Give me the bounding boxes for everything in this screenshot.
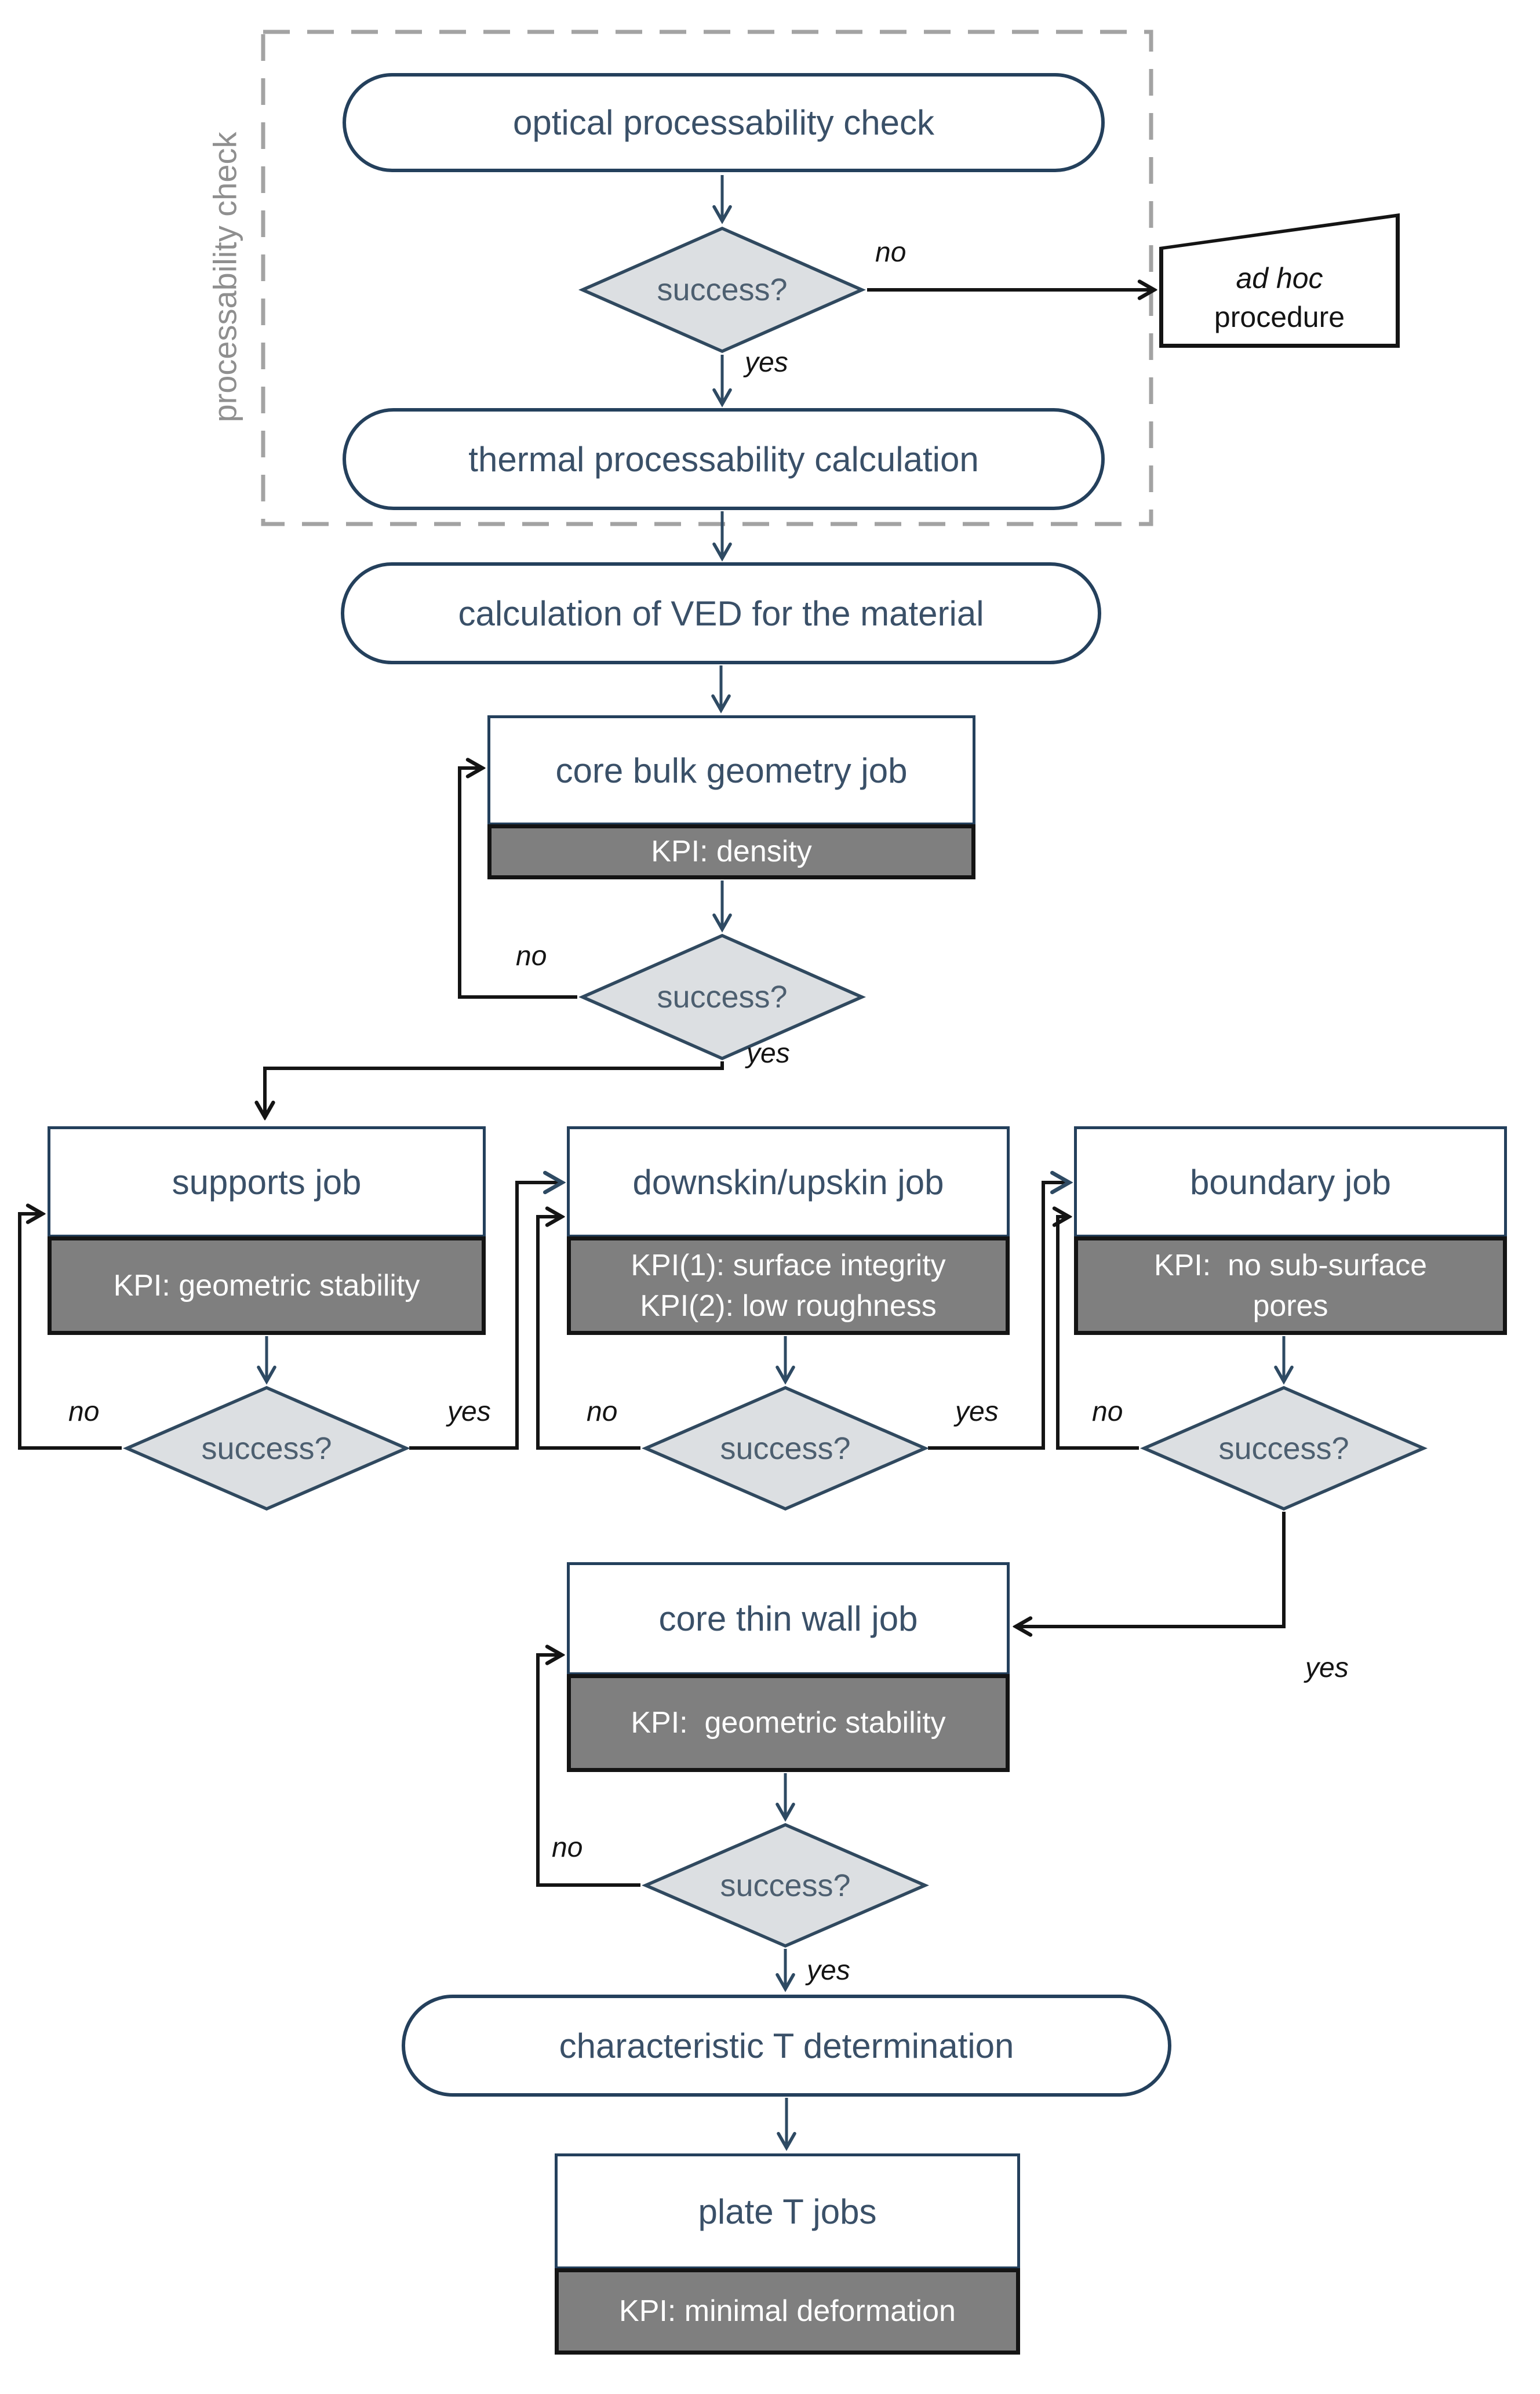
node-boundary-job: boundary job KPI: no sub-surface pores bbox=[1074, 1126, 1507, 1335]
node-thermal-label: thermal processability calculation bbox=[468, 439, 979, 479]
plate-kpi: KPI: minimal deformation bbox=[619, 2294, 956, 2328]
plate-title-box: plate T jobs bbox=[555, 2153, 1020, 2269]
decision-label: success? bbox=[1218, 1431, 1349, 1466]
downskin-title-box: downskin/upskin job bbox=[567, 1126, 1010, 1238]
supports-kpi: KPI: geometric stability bbox=[113, 1268, 420, 1302]
boundary-title: boundary job bbox=[1190, 1162, 1391, 1202]
edge-label-yes-1: yes bbox=[745, 347, 788, 378]
downskin-kpi-bar: KPI(1): surface integrity KPI(2): low ro… bbox=[567, 1236, 1010, 1335]
boundary-kpi: KPI: no sub-surface pores bbox=[1153, 1248, 1436, 1323]
node-supports-job: supports job KPI: geometric stability bbox=[48, 1126, 486, 1335]
supports-title: supports job bbox=[172, 1162, 362, 1202]
decision-label: success? bbox=[720, 1431, 851, 1466]
edge-label-yes-3: yes bbox=[447, 1396, 491, 1427]
edge-decision4-yes-to-boundary bbox=[928, 1183, 1067, 1450]
decision-label: success? bbox=[657, 272, 788, 307]
core-bulk-kpi: KPI: density bbox=[651, 835, 812, 869]
decision-label: success? bbox=[657, 980, 788, 1014]
decision-label: success? bbox=[720, 1868, 851, 1903]
decision-success-boundary: success? bbox=[1140, 1386, 1428, 1511]
edge-decision3-yes-to-downskin bbox=[409, 1183, 560, 1450]
edge-decision3-no-loop-to-supports bbox=[18, 1214, 122, 1450]
node-downskin-upskin-job: downskin/upskin job KPI(1): surface inte… bbox=[567, 1126, 1010, 1335]
edge-label-no-5: no bbox=[1092, 1396, 1123, 1427]
node-optical-processability-check: optical processability check bbox=[343, 73, 1105, 172]
ad-hoc-line1: ad hoc bbox=[1236, 261, 1323, 294]
node-core-thin-wall-job: core thin wall job KPI: geometric stabil… bbox=[567, 1562, 1010, 1772]
node-plate-t-jobs: plate T jobs KPI: minimal deformation bbox=[555, 2153, 1020, 2355]
supports-kpi-bar: KPI: geometric stability bbox=[48, 1236, 486, 1335]
decision-success-corebulk: success? bbox=[578, 934, 866, 1060]
core-bulk-kpi-bar: KPI: density bbox=[487, 824, 975, 879]
node-optical-label: optical processability check bbox=[512, 103, 934, 142]
edge-label-no-6: no bbox=[552, 1832, 583, 1863]
plate-kpi-bar: KPI: minimal deformation bbox=[555, 2268, 1020, 2355]
boundary-kpi-bar: KPI: no sub-surface pores bbox=[1074, 1236, 1507, 1335]
downskin-kpi1: KPI(1): surface integrity bbox=[631, 1248, 946, 1282]
corethin-title: core thin wall job bbox=[658, 1599, 918, 1638]
edge-label-no-1: no bbox=[875, 237, 906, 268]
node-ved-calculation: calculation of VED for the material bbox=[341, 562, 1101, 664]
node-core-bulk-geometry-job: core bulk geometry job KPI: density bbox=[487, 715, 975, 879]
plate-title: plate T jobs bbox=[698, 2192, 877, 2231]
processability-check-region-border bbox=[261, 30, 1153, 526]
node-characteristic-t-determination: characteristic T determination bbox=[402, 1995, 1171, 2097]
edge-decision4-no-loop-to-downskin bbox=[536, 1217, 640, 1450]
edge-decision2-no-loop-to-corebulk bbox=[458, 768, 577, 999]
ad-hoc-text: ad hoc procedure bbox=[1159, 213, 1400, 348]
corethin-kpi-bar: KPI: geometric stability bbox=[567, 1674, 1010, 1772]
core-bulk-title-box: core bulk geometry job bbox=[487, 715, 975, 825]
edge-decision5-no-loop-to-boundary bbox=[1058, 1217, 1139, 1450]
edge-label-no-3: no bbox=[68, 1396, 100, 1427]
ad-hoc-line2: procedure bbox=[1214, 301, 1345, 333]
edge-label-yes-4: yes bbox=[955, 1396, 999, 1427]
edge-label-yes-2: yes bbox=[747, 1038, 790, 1069]
node-ad-hoc-procedure: ad hoc procedure bbox=[1159, 213, 1400, 348]
decision-success-downskin: success? bbox=[642, 1386, 929, 1511]
edge-label-yes-5: yes bbox=[1305, 1653, 1349, 1683]
edge-decision2-yes-to-supports bbox=[265, 1061, 724, 1115]
node-characteristic-label: characteristic T determination bbox=[559, 2026, 1014, 2065]
boundary-title-box: boundary job bbox=[1074, 1126, 1507, 1238]
edge-label-yes-6: yes bbox=[807, 1955, 850, 1986]
node-ved-label: calculation of VED for the material bbox=[458, 594, 984, 633]
downskin-title: downskin/upskin job bbox=[632, 1162, 944, 1202]
node-thermal-processability-calculation: thermal processability calculation bbox=[343, 408, 1105, 510]
edge-label-no-4: no bbox=[587, 1396, 618, 1427]
downskin-kpi2: KPI(2): low roughness bbox=[640, 1289, 937, 1323]
processability-check-region-label: processability check bbox=[206, 132, 243, 423]
decision-success-corethin: success? bbox=[642, 1823, 929, 1948]
decision-success-supports: success? bbox=[123, 1386, 410, 1511]
supports-title-box: supports job bbox=[48, 1126, 486, 1238]
decision-success-optical: success? bbox=[578, 227, 866, 353]
corethin-kpi: KPI: geometric stability bbox=[631, 1706, 946, 1740]
edge-decision6-no-loop-to-corethin bbox=[536, 1655, 640, 1887]
decision-label: success? bbox=[201, 1431, 332, 1466]
core-bulk-title: core bulk geometry job bbox=[555, 751, 908, 790]
corethin-title-box: core thin wall job bbox=[567, 1562, 1010, 1675]
edge-label-no-2: no bbox=[516, 941, 547, 972]
edge-decision5-yes-to-corethin bbox=[1018, 1512, 1286, 1627]
